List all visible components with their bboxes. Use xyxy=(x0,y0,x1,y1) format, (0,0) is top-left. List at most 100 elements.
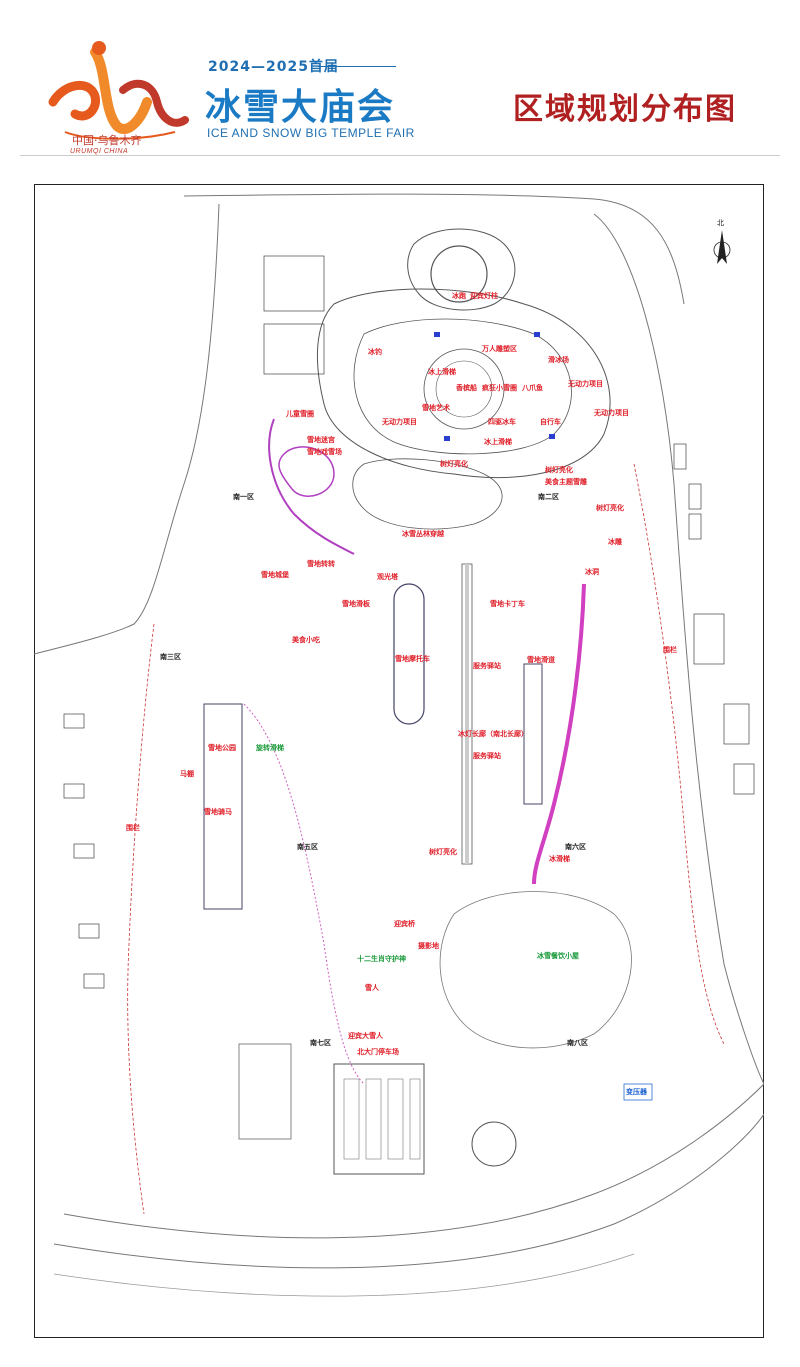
label-zixing: 自行车 xyxy=(540,418,561,426)
label-snow-park: 雪地公园 xyxy=(208,744,236,752)
plaza-center-ring-2 xyxy=(435,360,493,418)
zone-label-south-8: 南八区 xyxy=(567,1039,588,1047)
label-snowman: 雪人 xyxy=(365,984,379,992)
road-south-3 xyxy=(53,1253,635,1297)
kids-zone-path xyxy=(268,418,355,555)
road-outer-north xyxy=(183,193,685,305)
event-logo xyxy=(48,41,189,140)
label-xiangbinjiu: 香槟船 xyxy=(456,384,477,392)
label-snow-maze: 雪地迷宫 xyxy=(307,436,335,444)
label-light-show-2: 树灯亮化 xyxy=(545,466,573,474)
snow-trail xyxy=(243,703,365,1085)
ice-slide-long xyxy=(532,583,586,885)
label-fence-1: 围栏 xyxy=(126,824,140,832)
horse-field xyxy=(203,703,243,910)
parking-rows xyxy=(343,1078,421,1160)
label-hotpot: 冰雪餐饮小屋 xyxy=(537,952,579,960)
label-ski-lane: 雪地滑道 xyxy=(527,656,555,664)
road-south xyxy=(63,1083,764,1239)
park-boundary-west xyxy=(127,623,155,1215)
zone-label-south-1: 南一区 xyxy=(233,493,254,501)
label-snow-tube: 雪地滑板 xyxy=(342,600,370,608)
zone-label-south-2: 南二区 xyxy=(538,493,559,501)
label-food-2: 美食主题雪雕 xyxy=(545,478,587,486)
snow-track-1 xyxy=(393,583,425,725)
ice-corridor-inner xyxy=(465,564,469,864)
label-unpowered-3: 无动力项目 xyxy=(382,418,417,426)
label-transformer: 变压器 xyxy=(626,1088,647,1096)
zone-label-south-6: 南六区 xyxy=(565,843,586,851)
label-food-1: 美食小吃 xyxy=(292,636,320,644)
label-unpowered-1: 无动力项目 xyxy=(568,380,603,388)
central-plaza xyxy=(317,288,611,479)
header: 中国·乌鲁木齐 URUMQI CHINA 2024—2025首届 冰雪大庙会 I… xyxy=(0,0,800,160)
south-gate xyxy=(471,1121,517,1167)
zone-label-south-3: 南三区 xyxy=(160,653,181,661)
park-boundary-east xyxy=(633,463,725,1045)
event-title: 冰雪大庙会 xyxy=(205,87,396,128)
label-bridge: 迎宾桥 xyxy=(394,920,415,928)
label-gate-main: 迎宾大雪人 xyxy=(348,1032,383,1040)
label-bazhua: 八爪鱼 xyxy=(522,384,543,392)
label-service-1: 服务驿站 xyxy=(473,662,501,670)
buildings-west xyxy=(63,713,105,989)
road-outer-west xyxy=(34,203,220,655)
open-field xyxy=(238,1043,292,1140)
label-snow-play: 雪地戏雪场 xyxy=(307,448,342,456)
divider-line xyxy=(318,66,396,67)
label-ice-slide-2: 冰上滑梯 xyxy=(484,438,512,446)
gate-circle xyxy=(430,245,488,303)
plaza-center-ring xyxy=(423,348,505,430)
zone-label-south-5: 南五区 xyxy=(297,843,318,851)
label-bamboo: 冰灯长廊（南北长廊） xyxy=(458,730,528,738)
label-siren: 四驱冰车 xyxy=(488,418,516,426)
label-entrance-top: 迎宾灯柱 xyxy=(470,292,498,300)
label-horse-ride: 马棚 xyxy=(180,770,194,778)
label-service-2: 服务驿站 xyxy=(473,752,501,760)
event-subtitle: ICE AND SNOW BIG TEMPLE FAIR xyxy=(207,126,415,140)
buildings-east xyxy=(673,443,755,795)
map-frame xyxy=(34,184,764,1338)
label-twelve: 十二生肖守护神 xyxy=(357,955,406,963)
label-ice-forest: 冰雪丛林穿越 xyxy=(402,530,444,538)
label-fengkuang: 疯狂小雪圈 xyxy=(482,384,517,392)
label-fishing: 冰钓 xyxy=(368,348,382,356)
label-ice-rink: 滑冰场 xyxy=(548,356,569,364)
label-ice-slide-long: 冰滑梯 xyxy=(549,855,570,863)
zone-label-south-7: 南七区 xyxy=(310,1039,331,1047)
header-divider xyxy=(20,155,780,156)
road-south-2 xyxy=(53,1113,764,1269)
parking-lot xyxy=(333,1063,425,1175)
transformer-box xyxy=(623,1083,653,1101)
label-ice-cave: 冰洞 xyxy=(585,568,599,576)
label-wanren: 万人雕塑区 xyxy=(482,345,517,353)
road-outer-east xyxy=(593,213,764,1085)
label-snow-art: 雪地艺术 xyxy=(422,404,450,412)
label-photo: 摄影地 xyxy=(418,942,439,950)
label-snow-castle: 雪地城堡 xyxy=(261,571,289,579)
logo-caption: 中国·乌鲁木齐 xyxy=(72,134,142,147)
lake-area xyxy=(352,458,503,530)
label-unpowered-2: 无动力项目 xyxy=(594,409,629,417)
page-title: 区域规划分布图 xyxy=(513,92,737,127)
label-light-show-1: 树灯亮化 xyxy=(440,460,468,468)
label-light-show-3: 树灯亮化 xyxy=(596,504,624,512)
label-tower: 观光塔 xyxy=(377,573,398,581)
label-south-ice: 冰雕 xyxy=(608,538,622,546)
label-snow-horse: 雪地骑马 xyxy=(204,808,232,816)
north-label: 北 xyxy=(717,219,724,227)
event-year: 2024—2025首届 xyxy=(208,59,339,75)
label-ice-lane: 冰跑 xyxy=(452,292,466,300)
snow-track-2 xyxy=(523,663,543,805)
label-kids-snow: 儿童雪圈 xyxy=(286,410,314,418)
buildings-northwest xyxy=(263,255,325,375)
label-round-slide: 旋转滑梯 xyxy=(256,744,284,752)
site-plan-map xyxy=(34,193,764,1297)
kids-zone-loop xyxy=(278,446,335,497)
green-zone xyxy=(439,891,632,1049)
north-gate-area xyxy=(407,228,516,311)
gate-markers xyxy=(434,332,555,441)
label-parking: 北大门停车场 xyxy=(357,1048,399,1056)
logo-caption-en: URUMQI CHINA xyxy=(70,148,129,155)
label-snow-sled: 雪地卡丁车 xyxy=(490,600,525,608)
